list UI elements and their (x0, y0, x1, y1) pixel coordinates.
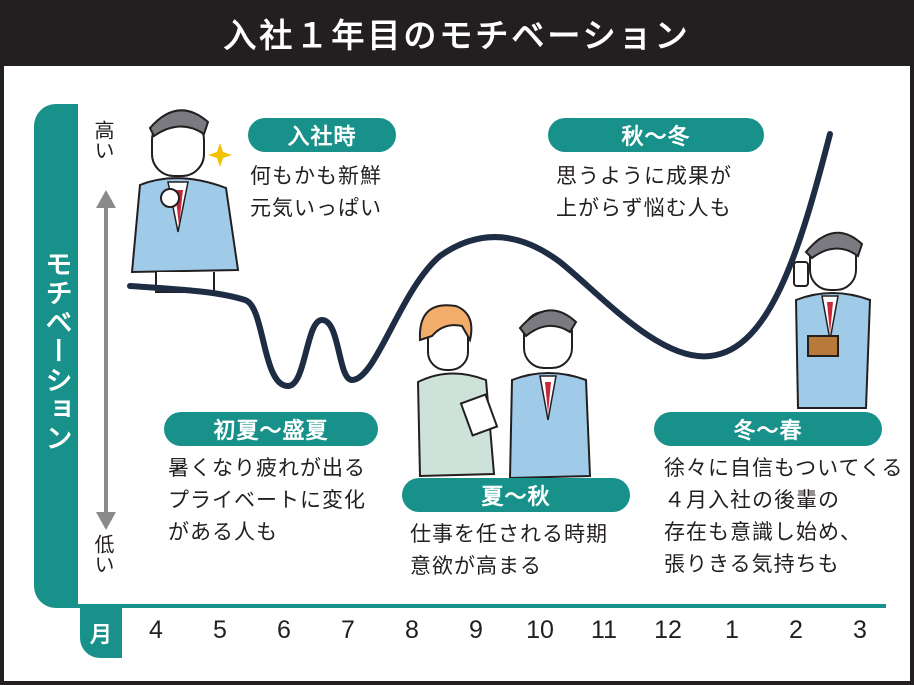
diagram-title: 入社１年目のモチベーション (0, 0, 914, 66)
sparkle-icon (208, 143, 232, 167)
worried-employee-figure (508, 309, 592, 480)
desc-line: 何もかも新鮮 (250, 164, 382, 188)
month-tick: 8 (405, 616, 419, 644)
phase-title-early-summer: 初夏～盛夏 (164, 412, 378, 446)
desc-line: ４月入社の後輩の (664, 488, 840, 512)
motivation-curve (127, 131, 833, 389)
phone-icon (793, 261, 809, 287)
desc-line: 徐々に自信もついてくる (664, 456, 904, 480)
desc-line: プライベートに変化 (168, 488, 366, 512)
month-axis-label: 月 (80, 608, 122, 658)
notebook-icon (807, 335, 839, 357)
month-tick: 9 (469, 616, 483, 644)
month-tick: 10 (526, 616, 554, 644)
month-tick: 3 (853, 616, 867, 644)
month-tick: 11 (591, 616, 617, 644)
low-label: 低い (91, 534, 115, 574)
phase-title-joining: 入社時 (248, 118, 396, 152)
desc-line: 上がらず悩む人も (556, 196, 732, 220)
high-label: 高い (91, 120, 115, 160)
desc-line: 意欲が高まる (410, 554, 542, 578)
phase-desc-autumn-winter: 思うように成果が 上がらず悩む人も (556, 160, 732, 224)
desc-line: がある人も (168, 520, 278, 544)
month-tick: 1 (725, 616, 739, 644)
month-axis-line (78, 604, 886, 608)
axis-bar (34, 104, 78, 608)
desc-line: 存在も意識し始め、 (664, 520, 862, 544)
desc-line: 張りきる気持ちも (664, 552, 840, 576)
motivation-arrow (96, 190, 116, 530)
vertical-axis-label: モチベーション (40, 250, 72, 453)
phase-title-autumn-winter: 秋～冬 (548, 118, 764, 152)
coworker-woman-figure (416, 304, 499, 478)
desc-line: 元気いっぱい (250, 196, 382, 220)
confident-employee-figure (793, 231, 872, 409)
new-employee-figure (130, 109, 240, 293)
desc-line: 暑くなり疲れが出る (168, 456, 366, 480)
month-tick: 2 (789, 616, 803, 644)
desc-line: 仕事を任される時期 (410, 522, 608, 546)
month-tick: 5 (213, 616, 227, 644)
phase-desc-joining: 何もかも新鮮 元気いっぱい (250, 160, 382, 224)
phase-desc-early-summer: 暑くなり疲れが出る プライベートに変化 がある人も (168, 452, 366, 548)
month-tick: 7 (341, 616, 355, 644)
phase-desc-summer-autumn: 仕事を任される時期 意欲が高まる (410, 518, 608, 582)
desc-line: 思うように成果が (556, 164, 732, 188)
phase-desc-winter-spring: 徐々に自信もついてくる ４月入社の後輩の 存在も意識し始め、 張りきる気持ちも (664, 452, 903, 580)
month-tick: 12 (654, 616, 682, 644)
phase-title-winter-spring: 冬～春 (654, 412, 882, 446)
month-tick: 4 (149, 616, 163, 644)
month-tick: 6 (277, 616, 291, 644)
phase-title-summer-autumn: 夏～秋 (402, 478, 630, 512)
